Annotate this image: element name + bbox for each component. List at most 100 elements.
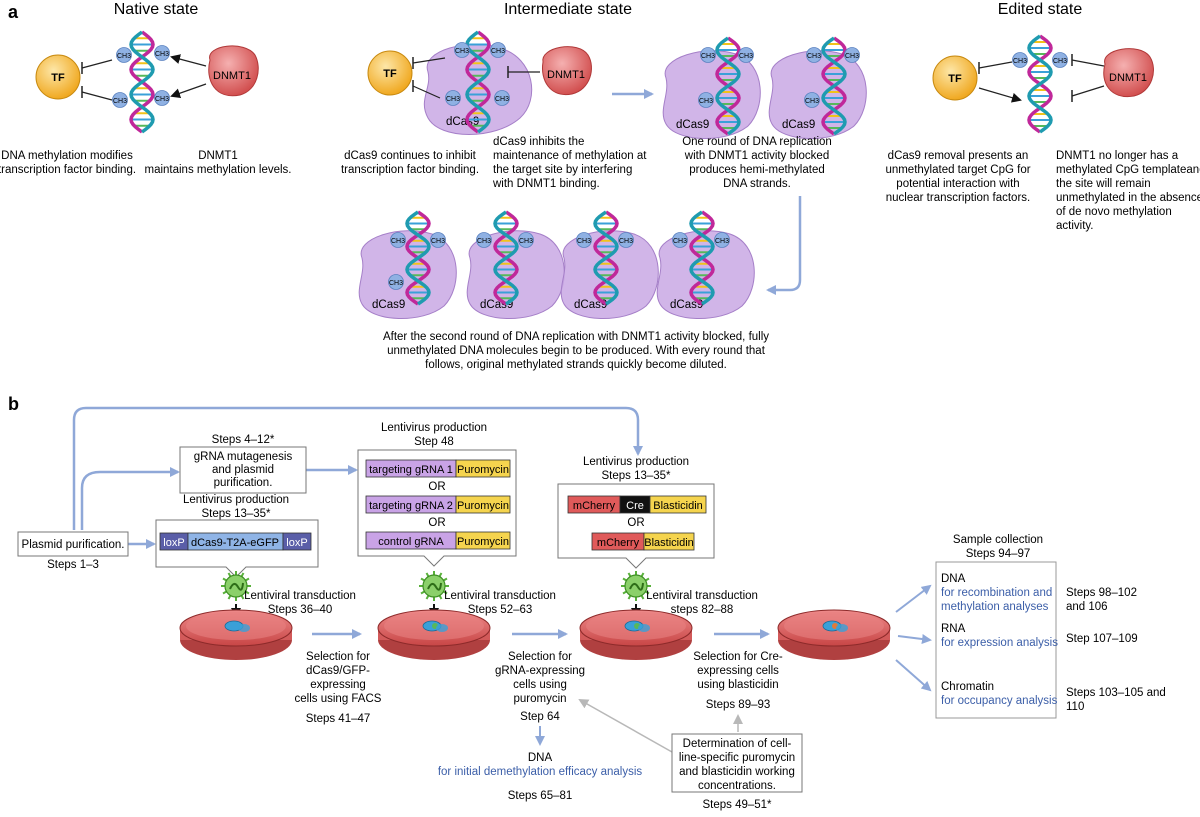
svg-text:nuclear transcription factors.: nuclear transcription factors. (886, 192, 1030, 204)
native-caption-left: DNA methylation modifies transcription f… (0, 150, 136, 176)
flow-arrow-to-lenti3 (72, 406, 643, 530)
puromycin-label: Puromycin (457, 536, 509, 548)
svg-text:puromycin: puromycin (513, 693, 566, 705)
svg-text:DNA strands.: DNA strands. (723, 178, 791, 190)
lenti2-steps: Step 48 (414, 436, 454, 448)
lenti3-title: Lentivirus production (583, 456, 689, 468)
virus-icon (224, 574, 248, 598)
svg-text:dCas9 continues to inhibit: dCas9 continues to inhibit (344, 150, 476, 162)
cell (638, 624, 650, 632)
svg-text:DNA methylation modifies: DNA methylation modifies (1, 150, 133, 162)
svg-text:loxP: loxP (286, 537, 307, 549)
methyl-group (454, 42, 470, 58)
methyl-label: CH3 (577, 238, 591, 245)
determination-arrow-puromycin (578, 699, 673, 753)
svg-text:follows, original methylated s: follows, original methylated strands qui… (425, 359, 727, 371)
dna-strand (715, 36, 741, 136)
selection-2: Selection for gRNA-expressing cells usin… (495, 651, 585, 723)
methyl-label: CH3 (491, 48, 505, 55)
svg-text:Steps 98–102: Steps 98–102 (1066, 587, 1137, 599)
methyl-group (618, 232, 634, 248)
methyl-group (738, 47, 754, 63)
methyl-label: CH3 (455, 48, 469, 55)
lenti2-title: Lentivirus production (381, 422, 487, 434)
methyl-group (806, 47, 822, 63)
svg-text:Selection for: Selection for (306, 651, 370, 663)
mutagenesis-box (179, 446, 307, 494)
svg-text:with DNMT1 binding.: with DNMT1 binding. (492, 178, 600, 190)
dna-strand (405, 210, 431, 306)
svg-text:Determination of cell-: Determination of cell- (683, 738, 792, 750)
edited-caption-right: DNMT1 no longer has a methylated CpG tem… (1056, 150, 1200, 232)
blasticidin-block (649, 495, 707, 514)
svg-text:transcription factor binding.: transcription factor binding. (341, 164, 479, 176)
sample-collection-box (935, 561, 1057, 719)
selection-1: Selection for dCas9/GFP- expressing cell… (295, 651, 382, 725)
methyl-group (576, 232, 592, 248)
svg-text:unmethylated DNA molecules beg: unmethylated DNA molecules begin to be p… (387, 345, 766, 357)
methyl-group (388, 274, 404, 290)
mutagenesis-steps: Steps 4–12* (212, 434, 275, 446)
virus-group (221, 571, 651, 618)
svg-text:unmethylated target CpG for: unmethylated target CpG for (885, 164, 1030, 176)
dna-strand (493, 210, 519, 306)
methyl-label: CH3 (477, 238, 491, 245)
svg-text:mCherry: mCherry (573, 500, 616, 512)
svg-text:and blasticidin working: and blasticidin working (679, 766, 795, 778)
methyl-group (154, 45, 170, 61)
svg-text:DNA: DNA (941, 573, 966, 585)
methyl-label: CH3 (155, 51, 169, 58)
svg-text:Blasticidin: Blasticidin (653, 500, 703, 512)
mutagenesis-label: gRNA mutagenesis and plasmid purificatio… (194, 451, 293, 489)
svg-text:Steps 52–63: Steps 52–63 (468, 604, 533, 616)
svg-text:loxP: loxP (163, 537, 184, 549)
dnmt1-protein (541, 46, 592, 96)
dna-initial-desc: for initial demethylation efficacy analy… (438, 766, 643, 778)
svg-text:purification.: purification. (214, 477, 273, 489)
puromycin-label: Puromycin (457, 500, 509, 512)
native-caption-right: DNMT1 maintains methylation levels. (144, 150, 291, 176)
virus-icon (624, 574, 648, 598)
methyl-group (154, 90, 170, 106)
dcas9-label: dCas9 (676, 119, 709, 131)
svg-text:Steps 89–93: Steps 89–93 (706, 699, 771, 711)
dna-strand (129, 30, 155, 134)
plasmid-purification-box (17, 531, 129, 557)
intermediate-caption-3: One round of DNA replication with DNMT1 … (682, 136, 832, 190)
svg-text:Steps 103–105 and: Steps 103–105 and (1066, 687, 1166, 699)
dcas9-label: dCas9 (574, 299, 607, 311)
methyl-label: CH3 (715, 238, 729, 245)
methyl-label: CH3 (619, 238, 633, 245)
intermediate-caption-2: dCas9 inhibits the maintenance of methyl… (492, 136, 647, 190)
intermediate-caption-1: dCas9 continues to inhibit transcription… (341, 150, 479, 176)
determination-label: Determination of cell- line-specific pur… (679, 738, 795, 792)
methyl-label: CH3 (155, 96, 169, 103)
svg-text:dCas9 inhibits the: dCas9 inhibits the (493, 136, 584, 148)
determination-box (671, 733, 803, 793)
blasticidin-block (643, 532, 695, 551)
sample-title: Sample collection (953, 534, 1043, 546)
determination-steps: Steps 49–51* (702, 799, 772, 811)
puromycin-block (455, 459, 511, 478)
methyl-label: CH3 (391, 238, 405, 245)
svg-text:unmethylated in the absence: unmethylated in the absence (1056, 192, 1200, 204)
methyl-label: CH3 (673, 238, 687, 245)
svg-text:for recombination and: for recombination and (941, 587, 1052, 599)
svg-text:for occupancy analysis: for occupancy analysis (941, 695, 1058, 707)
virus-genome (427, 582, 442, 591)
methyl-group (390, 232, 406, 248)
methyl-label: CH3 (519, 238, 533, 245)
svg-text:cells using FACS: cells using FACS (295, 693, 382, 705)
methyl-label: CH3 (701, 53, 715, 60)
svg-text:methylated CpG templateand: methylated CpG templateand (1056, 164, 1200, 176)
plasmid-purification-label: Plasmid purification. (22, 539, 125, 551)
methyl-label: CH3 (117, 53, 131, 60)
svg-text:dCas9 removal presents an: dCas9 removal presents an (888, 150, 1029, 162)
tf-protein (367, 50, 413, 96)
cell (238, 624, 250, 632)
